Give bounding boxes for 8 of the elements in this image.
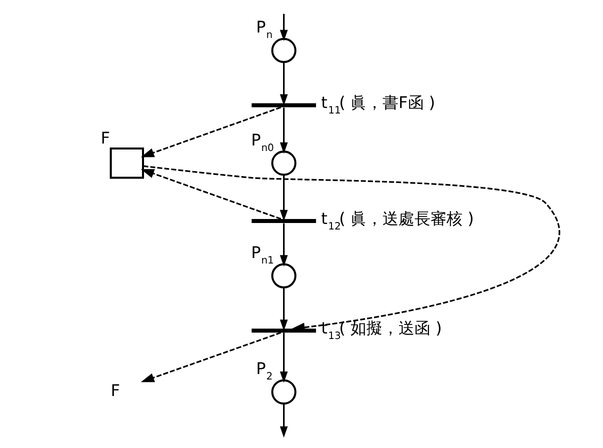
node-label: F [100,128,110,147]
node-label: t$_{11}$( 眞，書F函 ) [321,92,436,116]
node-label: P$_{n0}$ [251,130,274,154]
node-label: P$_{2}$ [256,358,273,382]
node-label: P$_{n}$ [256,17,273,41]
node-label: P$_{n1}$ [251,242,274,266]
node-text: F [110,380,120,400]
node-label: t$_{12}$( 眞，送處長審核 ) [321,208,474,232]
